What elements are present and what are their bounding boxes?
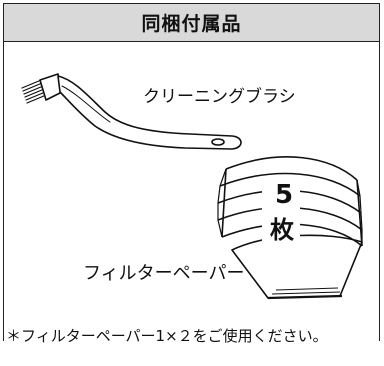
filter-paper-icon: [217, 156, 363, 300]
usage-note: ＊フィルターペーパー1×２をご使用ください。: [6, 327, 328, 345]
cleaning-brush-icon: [21, 73, 242, 150]
filter-paper-label: フィルターペーパー: [83, 263, 245, 284]
panel-title: 同梱付属品: [4, 4, 379, 42]
filter-count-number: 5: [275, 180, 294, 210]
filter-count-unit: 枚: [270, 216, 294, 244]
accessories-panel: 同梱付属品: [3, 3, 380, 341]
cleaning-brush-label: クリーニングブラシ: [143, 87, 296, 107]
